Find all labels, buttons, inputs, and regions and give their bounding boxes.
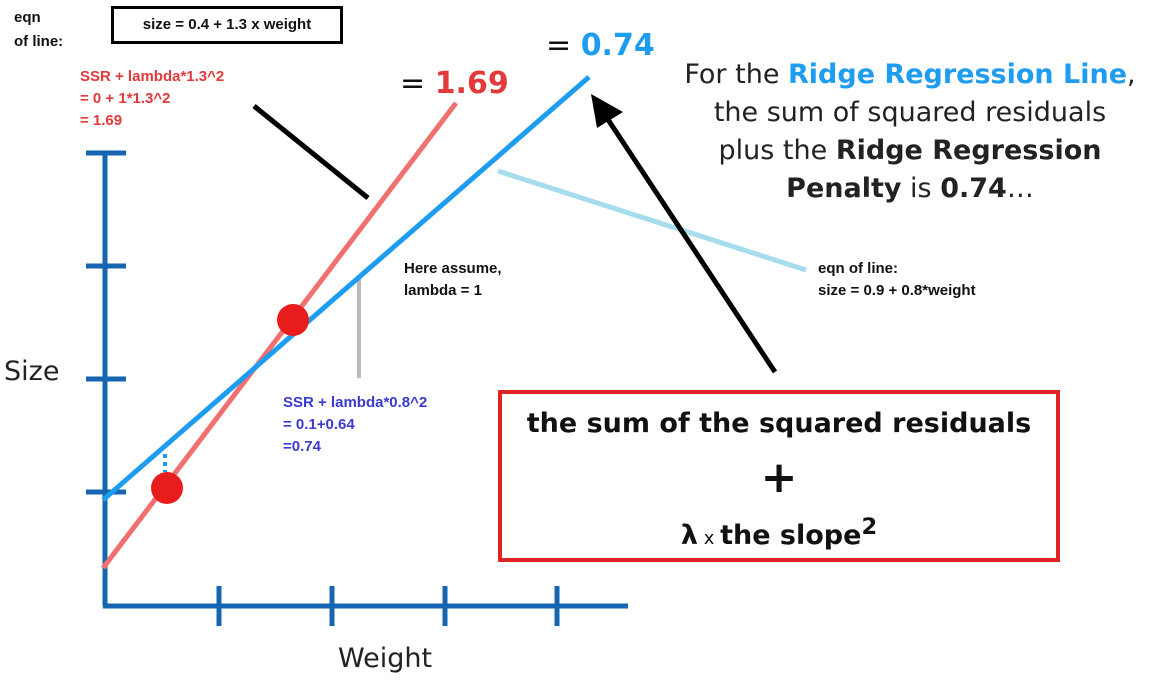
caption-ridge-line: Ridge Regression Line bbox=[788, 59, 1128, 90]
red-value-prefix: = bbox=[400, 66, 435, 101]
ridge-formula-box: the sum of the squared residuals + λ x t… bbox=[498, 390, 1060, 562]
lambda-symbol: λ bbox=[680, 520, 698, 551]
red-line-total: = 1.69 bbox=[400, 66, 509, 102]
ridge-regression-line bbox=[101, 75, 591, 502]
caption-ellipsis: … bbox=[1006, 173, 1034, 204]
eqn-of-line-label: eqn of line: bbox=[14, 9, 64, 50]
x-axis bbox=[103, 586, 628, 626]
y-axis bbox=[86, 150, 126, 606]
formula-superscript: 2 bbox=[861, 514, 878, 540]
caption-part: is bbox=[901, 173, 941, 204]
blue-line-total: = 0.74 bbox=[546, 28, 655, 64]
blue-line-ssr-calculation: SSR + lambda*0.8^2 = 0.1+0.64 =0.74 bbox=[283, 394, 428, 455]
arrow-head-icon bbox=[591, 94, 623, 128]
blue-value-prefix: = bbox=[546, 28, 581, 63]
caption-part: For the bbox=[684, 59, 789, 90]
formula-slope-text: the slope bbox=[720, 520, 862, 551]
caption-part: , the sum of squared residuals plus the bbox=[713, 59, 1136, 166]
formula-penalty-term: λ x the slope2 bbox=[502, 514, 1056, 551]
blue-line-equation: eqn of line: size = 0.9 + 0.8*weight bbox=[818, 260, 976, 299]
red-line-equation: size = 0.4 + 1.3 x weight bbox=[142, 16, 312, 33]
y-axis-label: Size bbox=[4, 356, 60, 387]
plus-icon: + bbox=[760, 452, 798, 503]
blue-value: 0.74 bbox=[580, 28, 655, 63]
caption-penalty: Ridge Regression Penalty bbox=[786, 135, 1102, 204]
data-point bbox=[277, 304, 309, 336]
red-value: 1.69 bbox=[434, 66, 509, 101]
lambda-assumption: Here assume, lambda = 1 bbox=[404, 260, 502, 299]
x-axis-label: Weight bbox=[338, 643, 433, 674]
caption-text: For the Ridge Regression Line, the sum o… bbox=[680, 56, 1140, 208]
times-symbol: x bbox=[697, 528, 721, 549]
caption-value: 0.74 bbox=[940, 173, 1007, 204]
caption-arrow bbox=[600, 110, 778, 374]
red-ssr-connector bbox=[252, 104, 370, 200]
data-point bbox=[151, 472, 183, 504]
formula-ssr-term: the sum of the squared residuals bbox=[526, 408, 1032, 439]
red-line-ssr-calculation: SSR + lambda*1.3^2 = 0 + 1*1.3^2 = 1.69 bbox=[80, 68, 225, 129]
red-line-equation-box: size = 0.4 + 1.3 x weight bbox=[111, 6, 343, 44]
blue-eqn-connector bbox=[497, 168, 807, 273]
